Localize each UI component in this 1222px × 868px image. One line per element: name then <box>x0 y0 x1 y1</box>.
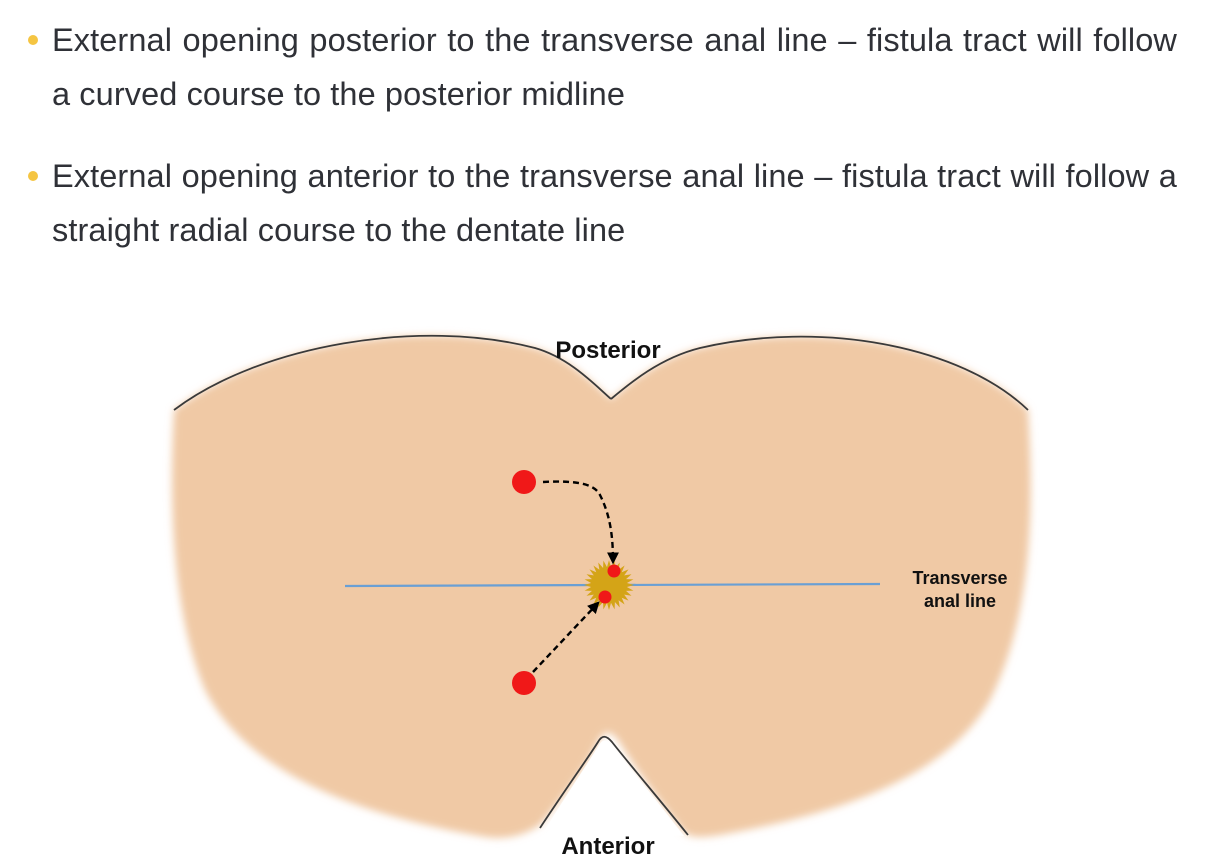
bullet-dot-icon <box>28 35 38 45</box>
goodsall-rule-diagram: Posterior Anterior Transverse anal line <box>0 300 1222 868</box>
label-transverse: Transverse <box>912 568 1007 588</box>
label-anterior: Anterior <box>561 833 654 860</box>
anterior-internal-opening <box>598 590 612 604</box>
diagram-svg: Posterior Anterior Transverse anal line <box>172 334 1031 860</box>
anal-opening-icon <box>584 560 634 610</box>
posterior-curved-tract <box>542 480 619 565</box>
bullet-text-anterior: External opening anterior to the transve… <box>52 158 1177 248</box>
label-anal-line: anal line <box>924 591 996 611</box>
label-posterior: Posterior <box>555 337 660 364</box>
anterior-straight-tract <box>532 601 600 673</box>
anterior-cleft-fill <box>545 740 684 836</box>
bullet-text-posterior: External opening posterior to the transv… <box>52 22 1177 112</box>
anterior-external-opening <box>512 671 536 695</box>
bullet-item-posterior: External opening posterior to the transv… <box>28 13 1177 121</box>
bullet-dot-icon <box>28 171 38 181</box>
right-buttock-outline <box>610 335 1029 411</box>
left-buttock-outline <box>173 334 612 411</box>
posterior-internal-opening <box>607 564 621 578</box>
bullet-item-anterior: External opening anterior to the transve… <box>28 149 1177 257</box>
anterior-cleft-outline <box>539 735 689 836</box>
posterior-external-opening <box>512 470 536 494</box>
